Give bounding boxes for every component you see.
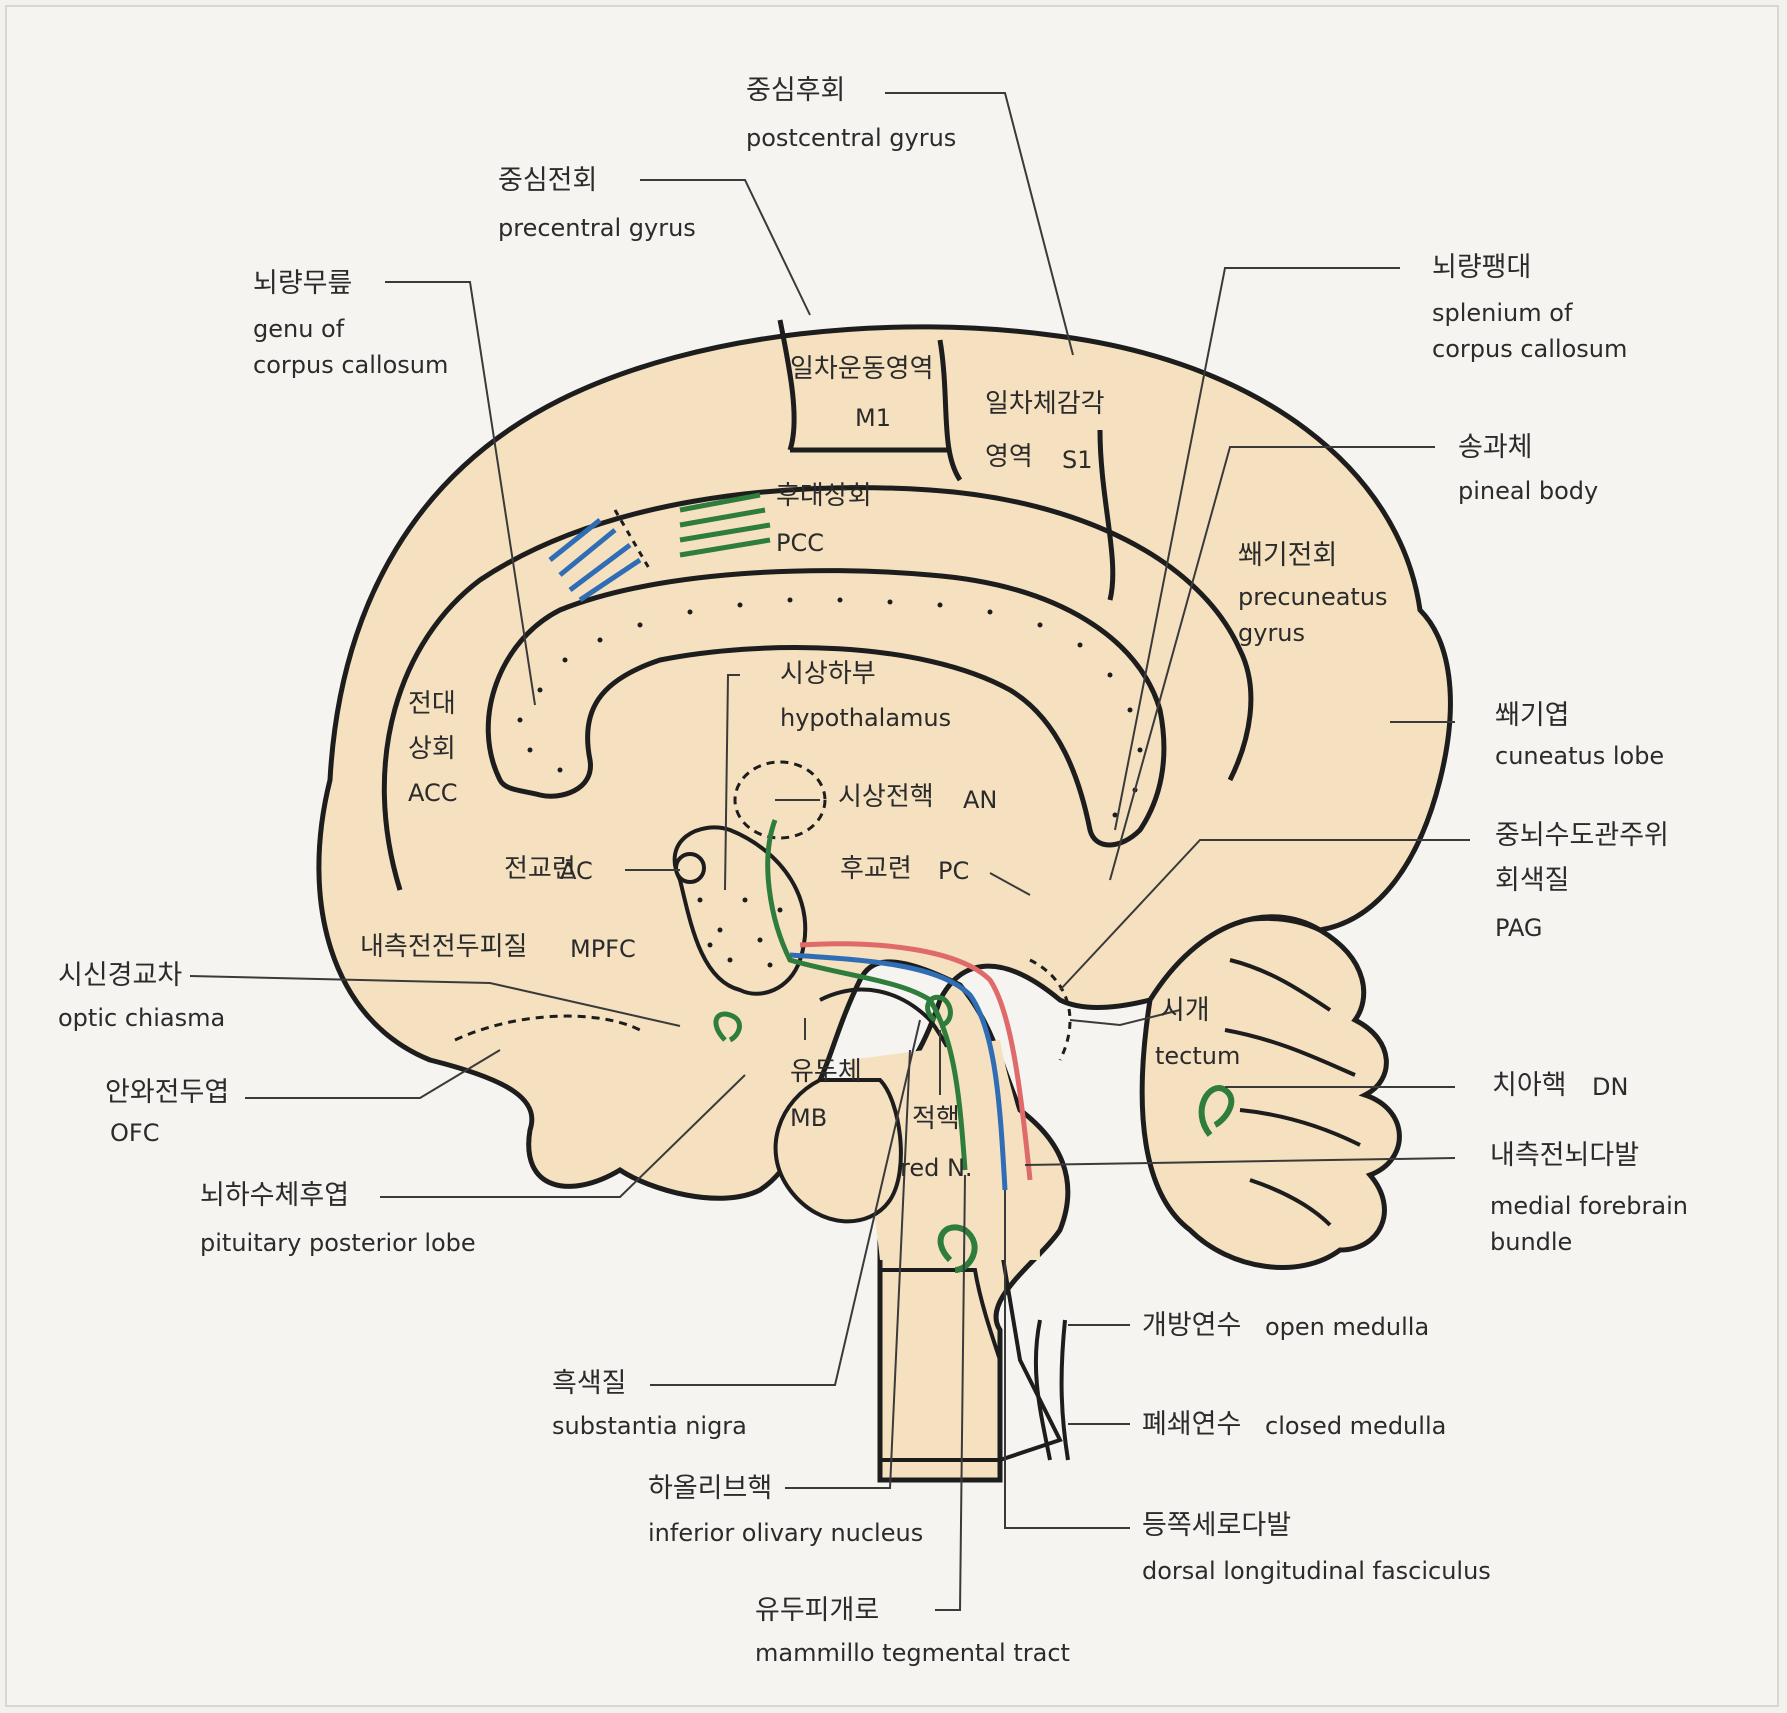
closed-medulla-en: closed medulla (1265, 1412, 1447, 1440)
chiasm-ko: 시신경교차 (58, 960, 183, 991)
pc-en: PC (938, 857, 970, 885)
pag-en: PAG (1495, 914, 1543, 942)
anterior-nucleus (733, 760, 827, 840)
precentral-ko: 중심전회 (498, 165, 598, 196)
mtt-en: mammillo tegmental tract (755, 1639, 1070, 1667)
cuneus-ko: 쐐기엽 (1495, 700, 1570, 731)
chiasm-en: optic chiasma (58, 1004, 226, 1032)
pag-ko2: 회색질 (1495, 865, 1570, 896)
an-en: AN (963, 786, 998, 814)
mfb-en1: medial forebrain (1490, 1192, 1688, 1220)
mfb-ko: 내측전뇌다발 (1490, 1140, 1640, 1171)
mammillary-body-mark (713, 1011, 742, 1043)
splenium-ko: 뇌량팽대 (1432, 252, 1532, 283)
acc-ko2: 상회 (408, 734, 456, 764)
tectum-en: tectum (1155, 1042, 1241, 1070)
pituitary-ko: 뇌하수체후엽 (200, 1180, 350, 1211)
acc-en: ACC (408, 779, 458, 807)
mfb-red (799, 941, 1033, 1181)
central-sulci (777, 319, 1116, 601)
sn-ko: 흑색질 (552, 1368, 627, 1399)
an-ko: 시상전핵 (838, 782, 934, 812)
m1-ko: 일차운동영역 (790, 354, 934, 384)
dlf-en: dorsal longitudinal fasciculus (1142, 1557, 1491, 1585)
thalamus-region (672, 825, 808, 996)
pc-ko: 후교련 (840, 854, 912, 884)
pag-ko1: 중뇌수도관주위 (1495, 820, 1669, 851)
tectum-outline (1029, 958, 1072, 1061)
corpus-callosum (485, 568, 1167, 848)
hypothalamus-ko: 시상하부 (780, 659, 876, 689)
leader-lines (189, 92, 1470, 1611)
pineal-en: pineal body (1458, 477, 1599, 505)
genu-en2: corpus callosum (253, 351, 449, 379)
acc-hatch (548, 518, 642, 603)
m1-en: M1 (855, 404, 891, 432)
sn-en: substantia nigra (552, 1412, 747, 1440)
callosum-stipple (517, 597, 1143, 818)
olive-ko: 하올리브핵 (648, 1473, 773, 1504)
ac-ko: 전교련 (504, 854, 576, 884)
s1-ko2: 영역 (985, 442, 1033, 472)
pons (773, 1078, 903, 1224)
mpfc-en: MPFC (570, 935, 636, 963)
ac-en: AC (560, 857, 593, 885)
dn-en: DN (1592, 1073, 1629, 1101)
mb-ko: 유두체 (790, 1057, 862, 1087)
red-en: red N. (900, 1154, 973, 1182)
cerebellum (1139, 915, 1402, 1270)
mpfc-ko: 내측전전두피질 (360, 932, 528, 962)
dentate-nucleus (1198, 1085, 1235, 1137)
ofc-ko: 안와전두엽 (105, 1077, 230, 1108)
precuneus-en1: precuneatus (1238, 583, 1388, 611)
pcc-hatch (679, 492, 771, 558)
pineal-ko: 송과체 (1458, 432, 1533, 463)
mb-en: MB (790, 1104, 828, 1132)
ofc-en: OFC (110, 1119, 160, 1147)
tectum-ko: 시개 (1160, 995, 1210, 1026)
genu-ko: 뇌량무릎 (253, 268, 353, 299)
ofc-dashed (454, 1014, 641, 1042)
mfb-en2: bundle (1490, 1228, 1573, 1256)
cingulate-gyrus (381, 485, 1254, 891)
olive-en: inferior olivary nucleus (648, 1519, 924, 1547)
open-medulla-en: open medulla (1265, 1313, 1430, 1341)
precentral-en: precentral gyrus (498, 214, 696, 242)
medulla-lines (1033, 1319, 1070, 1461)
cerebellum-folia (1224, 958, 1361, 1227)
open-medulla-ko: 개방연수 (1142, 1310, 1242, 1341)
red-nucleus-mark (925, 995, 953, 1028)
precuneus-en2: gyrus (1238, 619, 1306, 647)
postcentral-en: postcentral gyrus (746, 124, 957, 152)
genu-en1: genu of (253, 315, 345, 343)
pcc-ko: 후대상회 (776, 481, 872, 511)
precuneus-ko: 쐐기전회 (1238, 540, 1338, 571)
acc-ko1: 전대 (408, 689, 456, 719)
mtt-ko: 유두피개로 (755, 1595, 880, 1626)
pituitary-en: pituitary posterior lobe (200, 1229, 476, 1257)
postcentral-ko: 중심후회 (746, 75, 846, 106)
s1-ko1: 일차체감각 (985, 389, 1105, 419)
splenium-en1: splenium of (1432, 299, 1573, 327)
pcc-en: PCC (776, 529, 824, 557)
closed-medulla-ko: 폐쇄연수 (1142, 1409, 1242, 1440)
brainstem-fill (850, 1040, 1040, 1260)
mtt-green (765, 819, 968, 1171)
hypothalamus-en: hypothalamus (780, 704, 952, 732)
hypothalamus-stipple (697, 897, 783, 968)
dlf-blue (789, 952, 1008, 1191)
dlf-ko: 등쪽세로다발 (1142, 1510, 1292, 1541)
cuneus-en: cuneatus lobe (1495, 742, 1665, 770)
red-ko: 적핵 (912, 1104, 960, 1134)
anterior-commissure (674, 852, 706, 884)
s1-en: S1 (1062, 446, 1093, 474)
dn-ko: 치아핵 (1492, 1070, 1567, 1101)
splenium-en2: corpus callosum (1432, 335, 1628, 363)
